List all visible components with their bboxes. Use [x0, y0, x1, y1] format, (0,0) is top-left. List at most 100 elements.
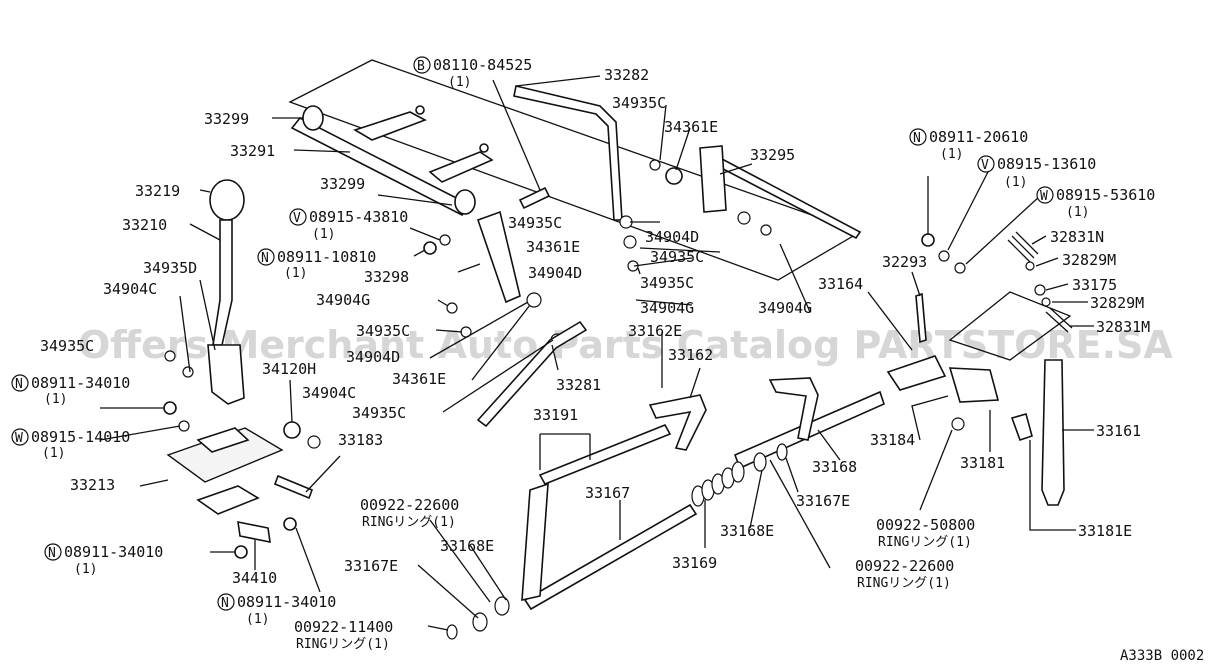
- part-33298-bracket: [476, 210, 521, 304]
- label-34904D-m2: 34904D: [528, 264, 582, 282]
- label-33191: 33191: [533, 406, 578, 424]
- label-34904G-m: 34904G: [640, 299, 694, 317]
- svg-text:08911-34010: 08911-34010: [64, 543, 163, 561]
- part-33191-shaft: [538, 423, 672, 486]
- part-labels: 33282 B 08110-84525 (1) 33299 33291 3329…: [11, 56, 1155, 652]
- svg-text:08915-14010: 08915-14010: [31, 428, 130, 446]
- label-33175: 33175: [1072, 276, 1117, 294]
- label-00922-11400: 00922-11400 RINGリング(1): [294, 618, 393, 652]
- label-34904D-a: 34904D: [346, 348, 400, 366]
- label-32293: 32293: [882, 253, 927, 271]
- svg-text:B: B: [417, 59, 425, 74]
- svg-text:RINGリング(1): RINGリング(1): [362, 515, 456, 530]
- label-34361E-m: 34361E: [526, 238, 580, 256]
- nut-08911-10810: [423, 241, 437, 255]
- label-34935C-m: 34935C: [508, 214, 562, 232]
- label-33298: 33298: [364, 268, 409, 286]
- label-33183: 33183: [338, 431, 383, 449]
- label-08911-34010-a: N 08911-34010 (1): [11, 374, 130, 407]
- svg-text:(1): (1): [1004, 175, 1027, 190]
- part-33291-arm-a: [353, 111, 427, 141]
- label-33161: 33161: [1096, 422, 1141, 440]
- part-33210-lever-base: [207, 344, 245, 405]
- label-00922-22600-b: 00922-22600 RINGリング(1): [855, 557, 954, 591]
- part-33299-bushing-a: [302, 105, 324, 131]
- washer-08915-14010: [178, 420, 190, 432]
- svg-text:08911-20610: 08911-20610: [929, 128, 1028, 146]
- svg-text:00922-22600: 00922-22600: [855, 557, 954, 575]
- label-33291: 33291: [230, 142, 275, 160]
- svg-text:W: W: [1040, 189, 1048, 204]
- part-32831M-spring: [1045, 307, 1073, 333]
- svg-text:08915-53610: 08915-53610: [1056, 186, 1155, 204]
- label-08911-34010-c: N 08911-34010 (1): [217, 593, 336, 627]
- ball-32829M-a: [1025, 261, 1035, 271]
- part-33169-spring: [691, 461, 745, 507]
- label-33167E-b: 33167E: [796, 492, 850, 510]
- svg-text:V: V: [293, 211, 301, 226]
- nut-08911-34010: [163, 401, 177, 415]
- nut-08911-34010-b: [234, 545, 248, 559]
- label-34361E-a: 34361E: [392, 370, 446, 388]
- svg-text:(1): (1): [284, 266, 307, 281]
- bolt-upper-a: [415, 105, 425, 115]
- part-33213-boot: [196, 485, 260, 515]
- bolt-08110-84525: [518, 186, 551, 210]
- label-33181E: 33181E: [1078, 522, 1132, 540]
- label-08911-10810: N 08911-10810 (1): [257, 248, 376, 281]
- svg-text:RINGリング(1): RINGリング(1): [878, 535, 972, 550]
- part-33167-shaft: [523, 503, 698, 611]
- part-33213-housing: [196, 427, 250, 453]
- part-33162-fork: [648, 394, 707, 451]
- svg-text:00922-50800: 00922-50800: [876, 516, 975, 534]
- washer-34935C: [164, 350, 176, 362]
- ball-32829M-b: [1041, 297, 1051, 307]
- part-32831N-spring: [1007, 231, 1039, 263]
- label-34935C-m3: 34935C: [640, 274, 694, 292]
- washer-34935C-t: [649, 159, 661, 171]
- leader-lines: [99, 75, 1094, 631]
- label-08911-20610: N 08911-20610 (1): [909, 128, 1028, 162]
- label-32829M-b: 32829M: [1090, 294, 1144, 312]
- label-32831M: 32831M: [1096, 318, 1150, 336]
- label-34935D: 34935D: [143, 259, 197, 277]
- svg-text:N: N: [913, 131, 921, 146]
- part-33299-bushing-b: [454, 189, 476, 215]
- label-33164: 33164: [818, 275, 863, 293]
- part-33295-bracket: [699, 145, 727, 213]
- part-34120H: [283, 421, 301, 439]
- label-34935C-c: 34935C: [352, 404, 406, 422]
- part-33168-fork: [768, 377, 819, 441]
- label-33167: 33167: [585, 484, 630, 502]
- part-33191-lever: [521, 482, 549, 602]
- part-drawings: [163, 59, 1073, 640]
- washer-34904D-a: [737, 211, 751, 225]
- label-33219: 33219: [135, 182, 180, 200]
- part-33168E-ring-b: [753, 452, 767, 472]
- part-33164-block: [886, 355, 947, 391]
- label-34935C-b: 34935C: [40, 337, 94, 355]
- part-33161-lever: [1041, 359, 1065, 506]
- ring-00922-22600-b: [776, 443, 788, 461]
- label-08915-13610: V 08915-13610 (1): [977, 155, 1096, 190]
- svg-text:(1): (1): [44, 392, 67, 407]
- label-33168E-b: 33168E: [720, 522, 774, 540]
- part-34361E-m: [623, 235, 637, 249]
- part-33291-shaft: [290, 116, 472, 217]
- label-33168E-a: 33168E: [440, 537, 494, 555]
- nut-08911-20610: [921, 233, 935, 247]
- washer-08915-53610: [954, 262, 966, 274]
- washer-08915-43810: [439, 234, 451, 246]
- label-08110-84525: B 08110-84525 (1): [413, 56, 532, 90]
- nut-08911-34010-c: [283, 517, 297, 531]
- right-bracket-outline: [948, 291, 1072, 361]
- ring-00922-50800: [951, 417, 965, 431]
- svg-text:(1): (1): [246, 612, 269, 627]
- part-34361E-t: [665, 167, 683, 185]
- label-33181: 33181: [960, 454, 1005, 472]
- svg-text:(1): (1): [448, 75, 471, 90]
- diagram-code: A333B 0002: [1120, 648, 1204, 664]
- svg-text:N: N: [15, 377, 23, 392]
- part-33291-arm-b: [428, 151, 494, 183]
- washer-08915-13610: [938, 250, 950, 262]
